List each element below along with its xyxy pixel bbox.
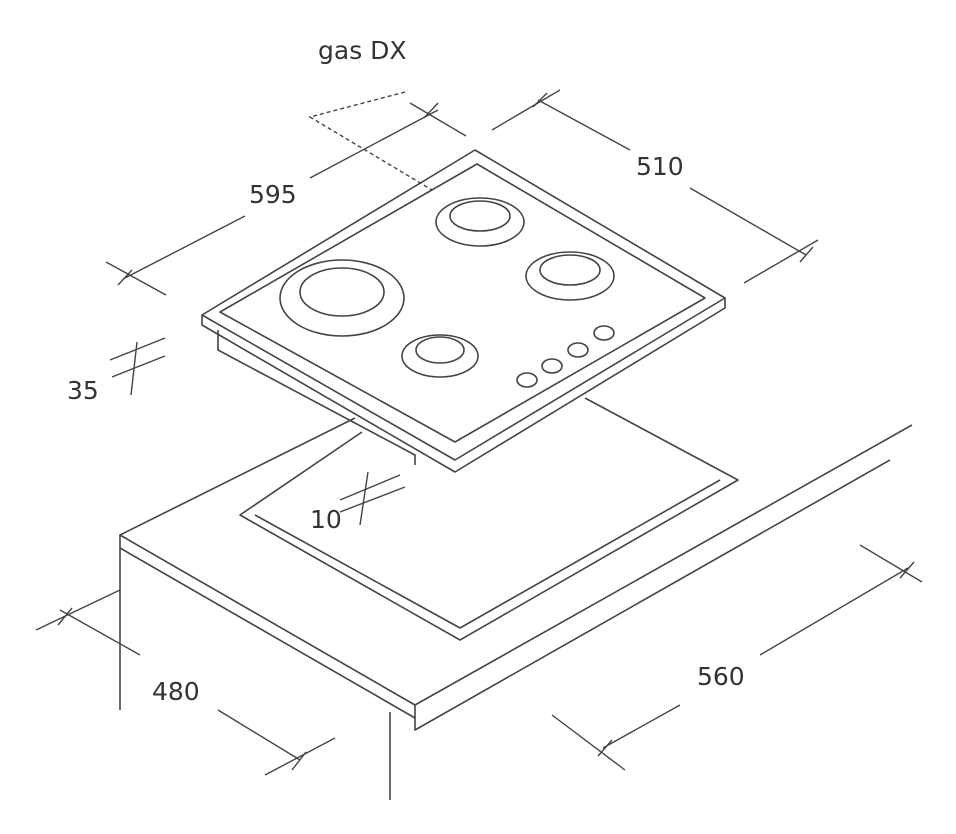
dimension-10 — [339, 471, 406, 526]
burner-large — [279, 259, 405, 337]
gas-connection-label: gas DX — [318, 36, 407, 65]
hob — [201, 149, 726, 473]
burner-right — [525, 251, 615, 301]
dimension-560 — [551, 544, 923, 771]
cutout-depth-label: 480 — [152, 677, 200, 706]
countertop-cutout — [239, 397, 739, 641]
gap-dimension-label: 10 — [310, 505, 342, 534]
burner-back — [435, 197, 525, 247]
dimension-595 — [105, 102, 467, 296]
cutout-width-label: 560 — [697, 662, 745, 691]
control-knobs — [516, 325, 615, 388]
height-dimension-label: 35 — [67, 376, 99, 405]
dimension-510 — [491, 89, 819, 284]
depth-dimension-label: 510 — [636, 152, 684, 181]
width-dimension-label: 595 — [249, 180, 297, 209]
dimension-480 — [35, 589, 336, 776]
burner-front — [401, 334, 479, 378]
countertop — [119, 417, 913, 800]
gas-connection-dashed — [308, 91, 433, 191]
dimension-35 — [109, 337, 166, 396]
